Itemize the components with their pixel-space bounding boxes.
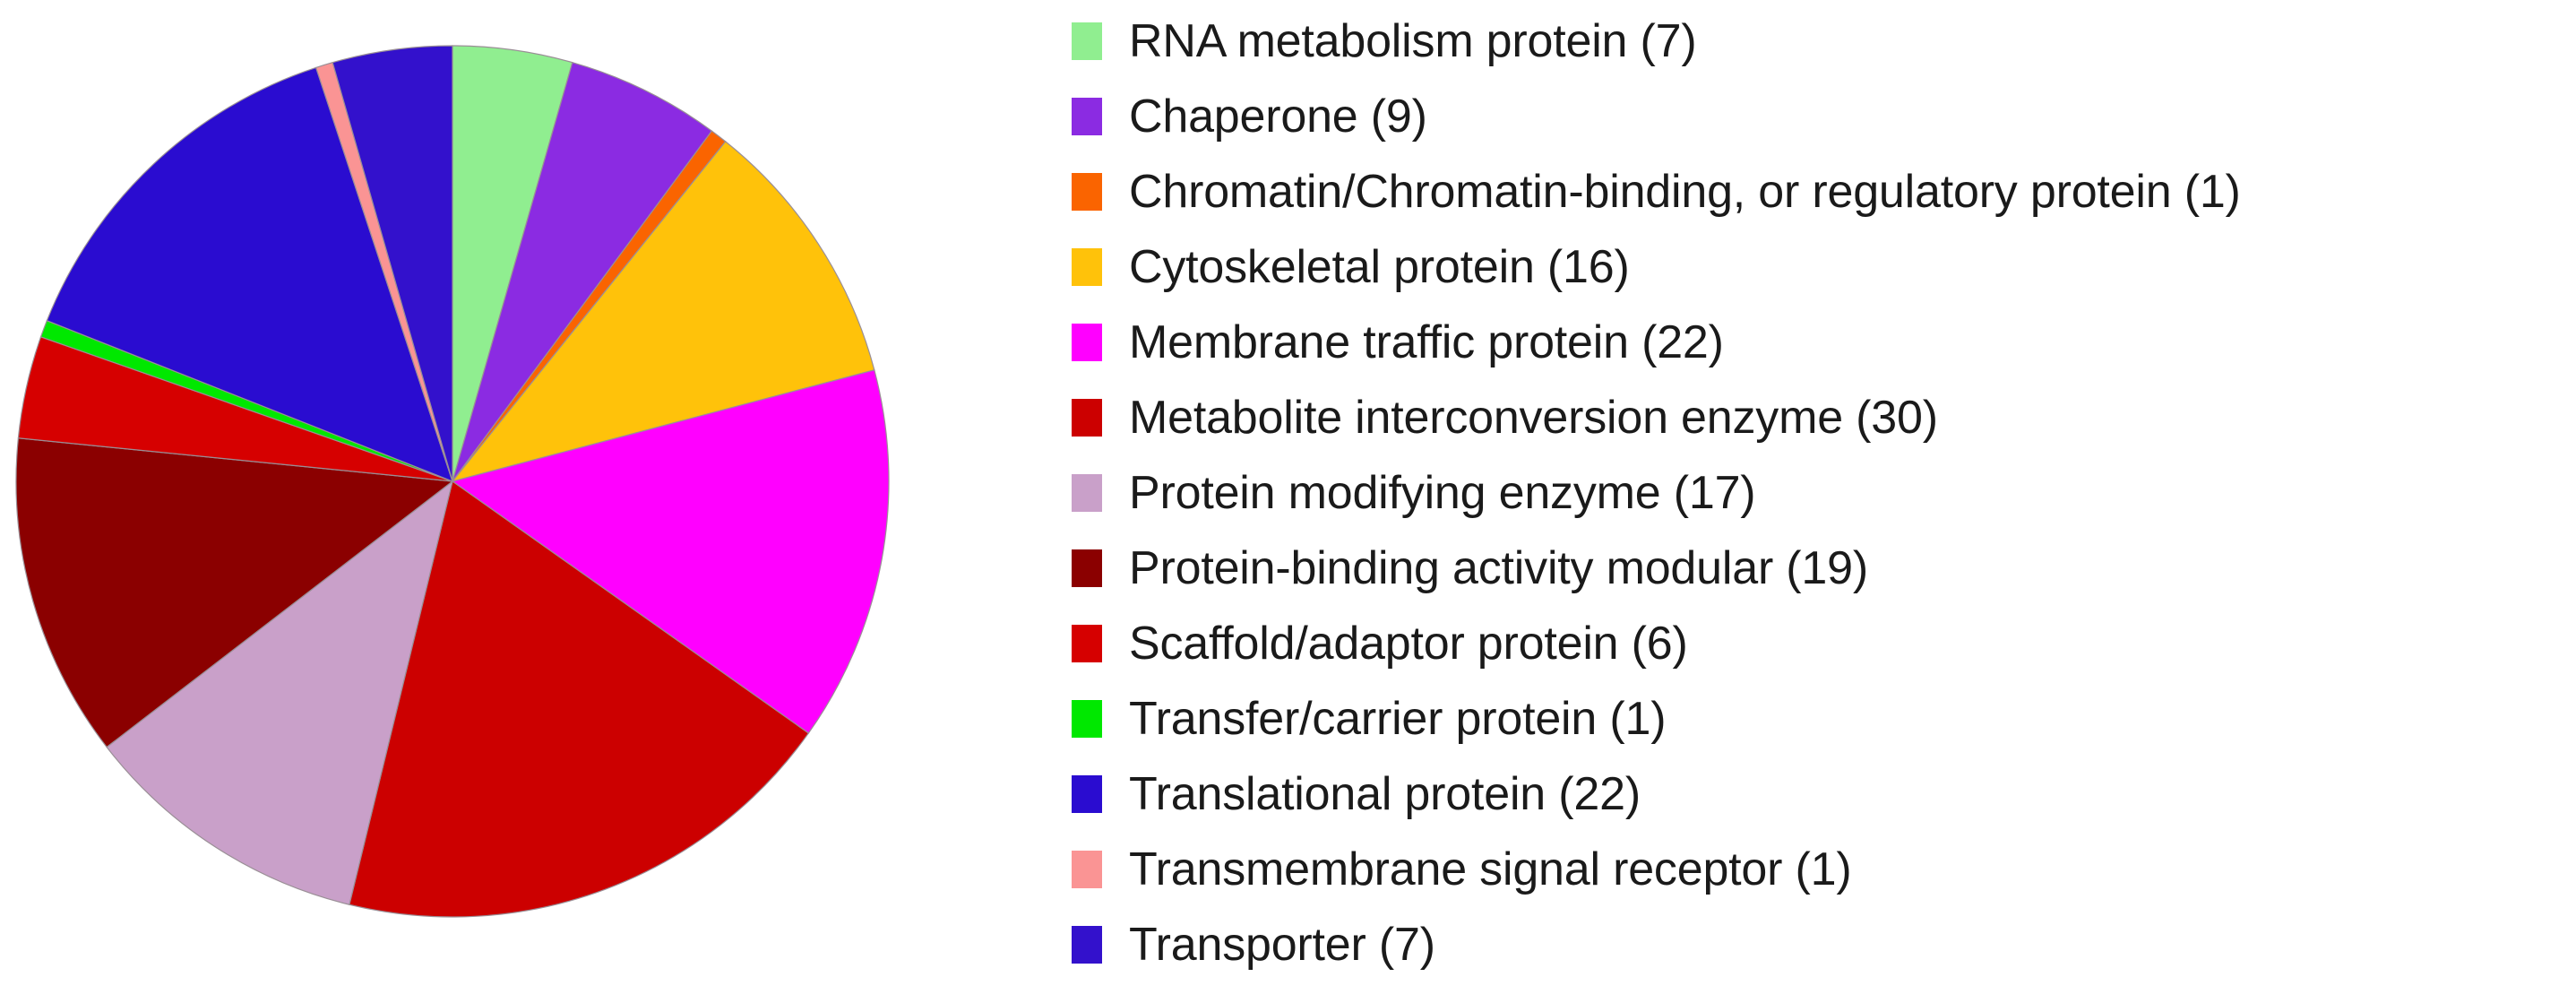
legend-item[interactable]: Translational protein (22): [1057, 757, 2576, 832]
pie-slice[interactable]: [451, 141, 875, 483]
swatch-transfer-carrier-protein: [1072, 700, 1102, 738]
legend-item-label: Metabolite interconversion enzyme (30): [1129, 392, 1938, 444]
chart-legend: RNA metabolism protein (7) Chaperone (9) C…: [1057, 0, 2576, 1003]
legend-item[interactable]: Cytoskeletal protein (16): [1057, 229, 2576, 305]
swatch-protein-binding-activity-modular: [1072, 549, 1102, 587]
pie-slice[interactable]: [332, 45, 453, 482]
legend-item-label: Membrane traffic protein (22): [1129, 316, 1724, 368]
pie-chart-panel: [0, 0, 1057, 1003]
legend-item-label: RNA metabolism protein (7): [1129, 15, 1697, 67]
swatch-membrane-traffic-protein: [1072, 324, 1102, 361]
legend-item-label: Chaperone (9): [1129, 91, 1427, 143]
swatch-rna-metabolism-protein: [1072, 22, 1102, 60]
swatch-transmembrane-signal-receptor: [1072, 851, 1102, 888]
swatch-chaperone: [1072, 98, 1102, 135]
legend-item[interactable]: Scaffold/adaptor protein (6): [1057, 606, 2576, 681]
pie-slice[interactable]: [452, 61, 713, 482]
legend-item-label: Transmembrane signal receptor (1): [1129, 843, 1852, 895]
legend-item-label: Protein-binding activity modular (19): [1129, 542, 1868, 594]
swatch-chromatin-regulatory-protein: [1072, 173, 1102, 211]
legend-item-label: Scaffold/adaptor protein (6): [1129, 618, 1688, 670]
legend-item-label: Protein modifying enzyme (17): [1129, 467, 1756, 519]
legend-item-label: Cytoskeletal protein (16): [1129, 241, 1630, 293]
pie-slice[interactable]: [451, 369, 890, 734]
legend-item[interactable]: Chromatin/Chromatin-binding, or regulato…: [1057, 154, 2576, 229]
swatch-metabolite-interconversion-enzyme: [1072, 399, 1102, 437]
legend-item[interactable]: Membrane traffic protein (22): [1057, 305, 2576, 380]
legend-item[interactable]: Chaperone (9): [1057, 79, 2576, 154]
legend-item-label: Transporter (7): [1129, 919, 1435, 971]
pie-slice[interactable]: [46, 66, 453, 483]
legend-item[interactable]: Metabolite interconversion enzyme (30): [1057, 380, 2576, 455]
swatch-transporter: [1072, 926, 1102, 964]
legend-item[interactable]: Protein-binding activity modular (19): [1057, 531, 2576, 606]
pie-chart-svg: [15, 45, 890, 918]
legend-item[interactable]: Protein modifying enzyme (17): [1057, 455, 2576, 531]
legend-item[interactable]: Transmembrane signal receptor (1): [1057, 832, 2576, 907]
pie-slice-group: [15, 45, 890, 918]
swatch-translational-protein: [1072, 775, 1102, 813]
legend-item-label: Transfer/carrier protein (1): [1129, 693, 1667, 745]
legend-item[interactable]: Transporter (7): [1057, 907, 2576, 982]
swatch-cytoskeletal-protein: [1072, 248, 1102, 286]
legend-item-label: Translational protein (22): [1129, 768, 1641, 820]
swatch-protein-modifying-enzyme: [1072, 474, 1102, 512]
pie-slice[interactable]: [106, 480, 453, 905]
pie-slice[interactable]: [15, 437, 454, 748]
legend-item-label: Chromatin/Chromatin-binding, or regulato…: [1129, 166, 2241, 218]
legend-item[interactable]: RNA metabolism protein (7): [1057, 4, 2576, 79]
pie-slice[interactable]: [349, 480, 810, 918]
swatch-scaffold-adaptor-protein: [1072, 625, 1102, 662]
legend-item[interactable]: Transfer/carrier protein (1): [1057, 681, 2576, 757]
